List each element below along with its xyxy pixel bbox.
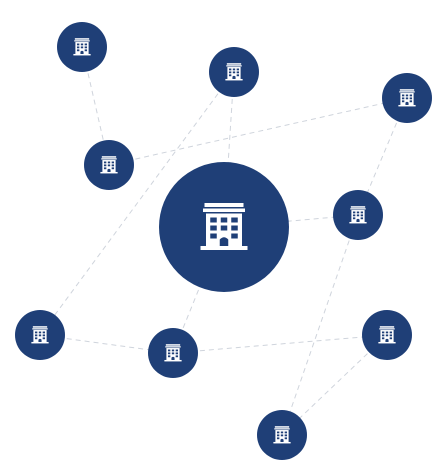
building-node-9[interactable]	[257, 410, 307, 460]
building-node-7[interactable]	[148, 328, 198, 378]
office-building-icon	[73, 38, 91, 56]
building-node-8[interactable]	[362, 310, 412, 360]
office-building-icon	[100, 156, 118, 174]
building-node-4[interactable]	[84, 140, 134, 190]
office-building-icon	[200, 203, 248, 250]
office-building-icon	[273, 426, 291, 444]
building-node-3[interactable]	[382, 73, 432, 123]
office-building-icon	[225, 63, 243, 81]
building-node-1[interactable]	[57, 22, 107, 72]
office-building-icon	[164, 344, 182, 362]
connection-line-n5-n9	[281, 214, 359, 436]
connection-line-n7-n8	[172, 334, 388, 354]
office-building-icon	[398, 89, 416, 107]
central-building-node[interactable]	[159, 162, 289, 292]
building-node-2[interactable]	[209, 47, 259, 97]
office-building-icon	[349, 206, 367, 224]
office-building-icon	[378, 326, 396, 344]
connection-line-n2-n6	[39, 71, 235, 336]
building-node-6[interactable]	[15, 310, 65, 360]
building-node-5[interactable]	[333, 190, 383, 240]
office-building-icon	[31, 326, 49, 344]
connection-line-n4-n3	[108, 97, 408, 166]
